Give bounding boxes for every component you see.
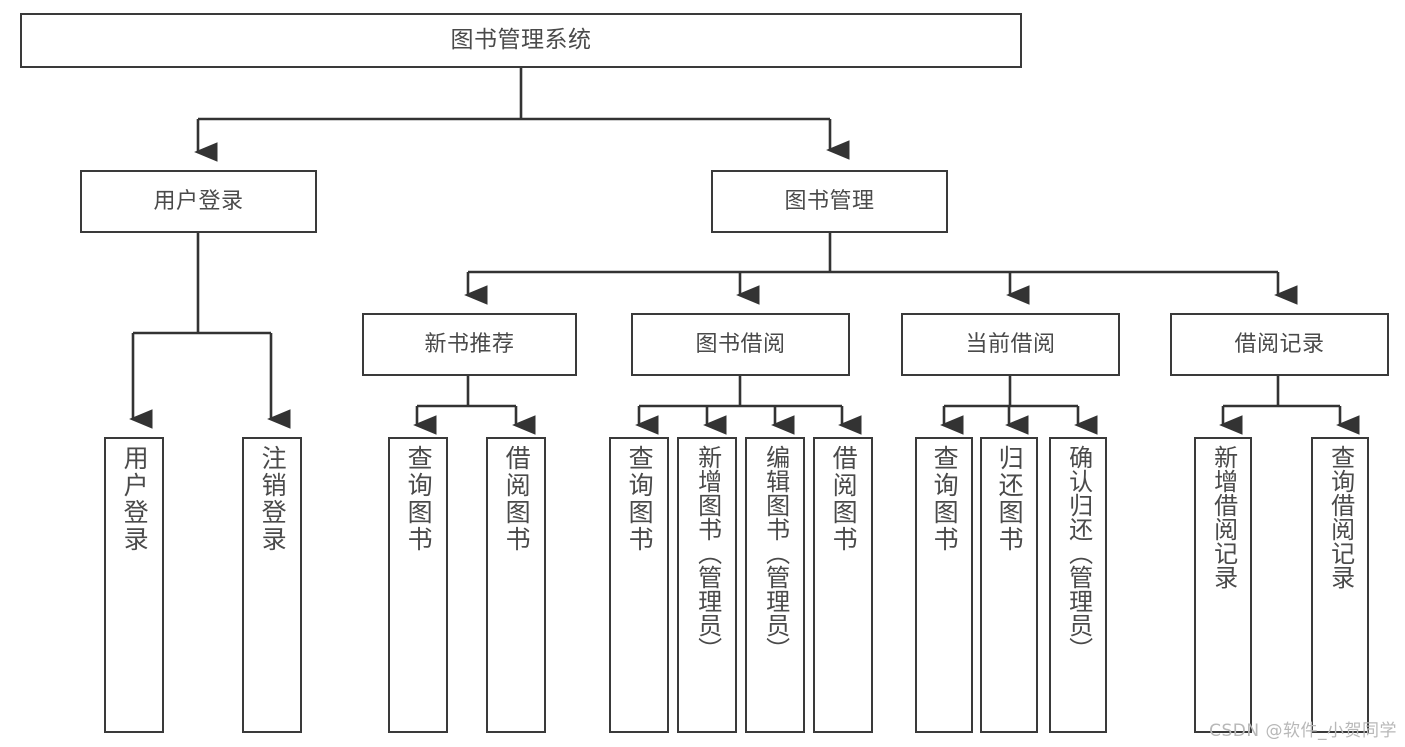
node-label: 图书管理系统 [450,26,592,53]
csdn-watermark: CSDN @软件_小贺同学 [1209,721,1397,741]
leaf-return-books[interactable]: 归还图书 [980,437,1038,733]
node-label: 查询图书 [625,445,655,553]
leaf-logout[interactable]: 注销登录 [242,437,302,733]
leaf-query-books-current[interactable]: 查询图书 [915,437,973,733]
leaf-query-borrow-record[interactable]: 查询借阅记录 [1311,437,1369,733]
node-label: 用户登录 [153,188,244,214]
leaf-confirm-return-admin[interactable]: 确认归还（管理员） [1049,437,1107,733]
node-label: 编辑图书（管理员） [761,445,790,661]
node-new-book-recommendation[interactable]: 新书推荐 [362,313,577,376]
node-book-borrowing[interactable]: 图书借阅 [631,313,850,376]
leaf-query-books-borrow[interactable]: 查询图书 [609,437,669,733]
node-label: 查询图书 [930,445,960,553]
node-label: 查询借阅记录 [1326,445,1355,589]
leaf-add-book-admin[interactable]: 新增图书（管理员） [677,437,737,733]
leaf-user-login[interactable]: 用户登录 [104,437,164,733]
leaf-add-borrow-record[interactable]: 新增借阅记录 [1194,437,1252,733]
node-label: 新增借阅记录 [1209,445,1238,589]
node-label: 借阅图书 [502,445,532,553]
node-label: 借阅记录 [1234,331,1325,357]
node-label: 确认归还（管理员） [1064,445,1093,661]
node-label: 用户登录 [120,445,150,553]
node-book-management[interactable]: 图书管理 [711,170,948,233]
node-label: 注销登录 [258,445,288,553]
node-label: 新书推荐 [424,331,515,357]
leaf-borrow-books[interactable]: 借阅图书 [813,437,873,733]
leaf-query-books-new[interactable]: 查询图书 [388,437,448,733]
node-current-borrowing[interactable]: 当前借阅 [901,313,1120,376]
node-label: 当前借阅 [965,331,1056,357]
node-user-login[interactable]: 用户登录 [80,170,317,233]
node-label: 图书管理 [784,188,875,214]
node-label: 图书借阅 [695,331,786,357]
node-root-book-management-system[interactable]: 图书管理系统 [20,13,1022,68]
node-label: 查询图书 [404,445,434,553]
leaf-borrow-books-new[interactable]: 借阅图书 [486,437,546,733]
node-label: 新增图书（管理员） [693,445,722,661]
leaf-edit-book-admin[interactable]: 编辑图书（管理员） [745,437,805,733]
node-label: 归还图书 [995,445,1025,553]
node-borrowing-records[interactable]: 借阅记录 [1170,313,1389,376]
node-label: 借阅图书 [829,445,859,553]
